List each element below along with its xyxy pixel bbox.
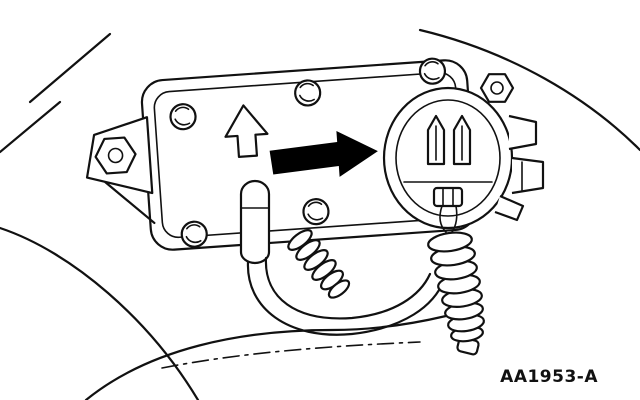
screw-icon <box>302 198 330 226</box>
screw-icon <box>294 79 322 107</box>
screw-icon <box>169 103 197 131</box>
module-body <box>85 57 478 251</box>
figure-code: AA1953-A <box>500 367 598 387</box>
screw-icon <box>418 57 447 85</box>
mounting-screws <box>169 57 447 248</box>
bolt-head-icon <box>94 136 137 175</box>
pushpin-stem <box>239 179 271 265</box>
screw-icon <box>180 220 208 248</box>
ribbed-boot <box>287 229 351 299</box>
connector-bolt-icon <box>479 73 515 103</box>
electrical-connector <box>382 86 545 233</box>
up-arrow-icon <box>224 104 269 158</box>
harness-wire <box>246 256 446 336</box>
direction-arrow-icon <box>269 131 378 177</box>
coiled-wire <box>427 231 485 356</box>
mounting-bracket <box>85 116 156 225</box>
